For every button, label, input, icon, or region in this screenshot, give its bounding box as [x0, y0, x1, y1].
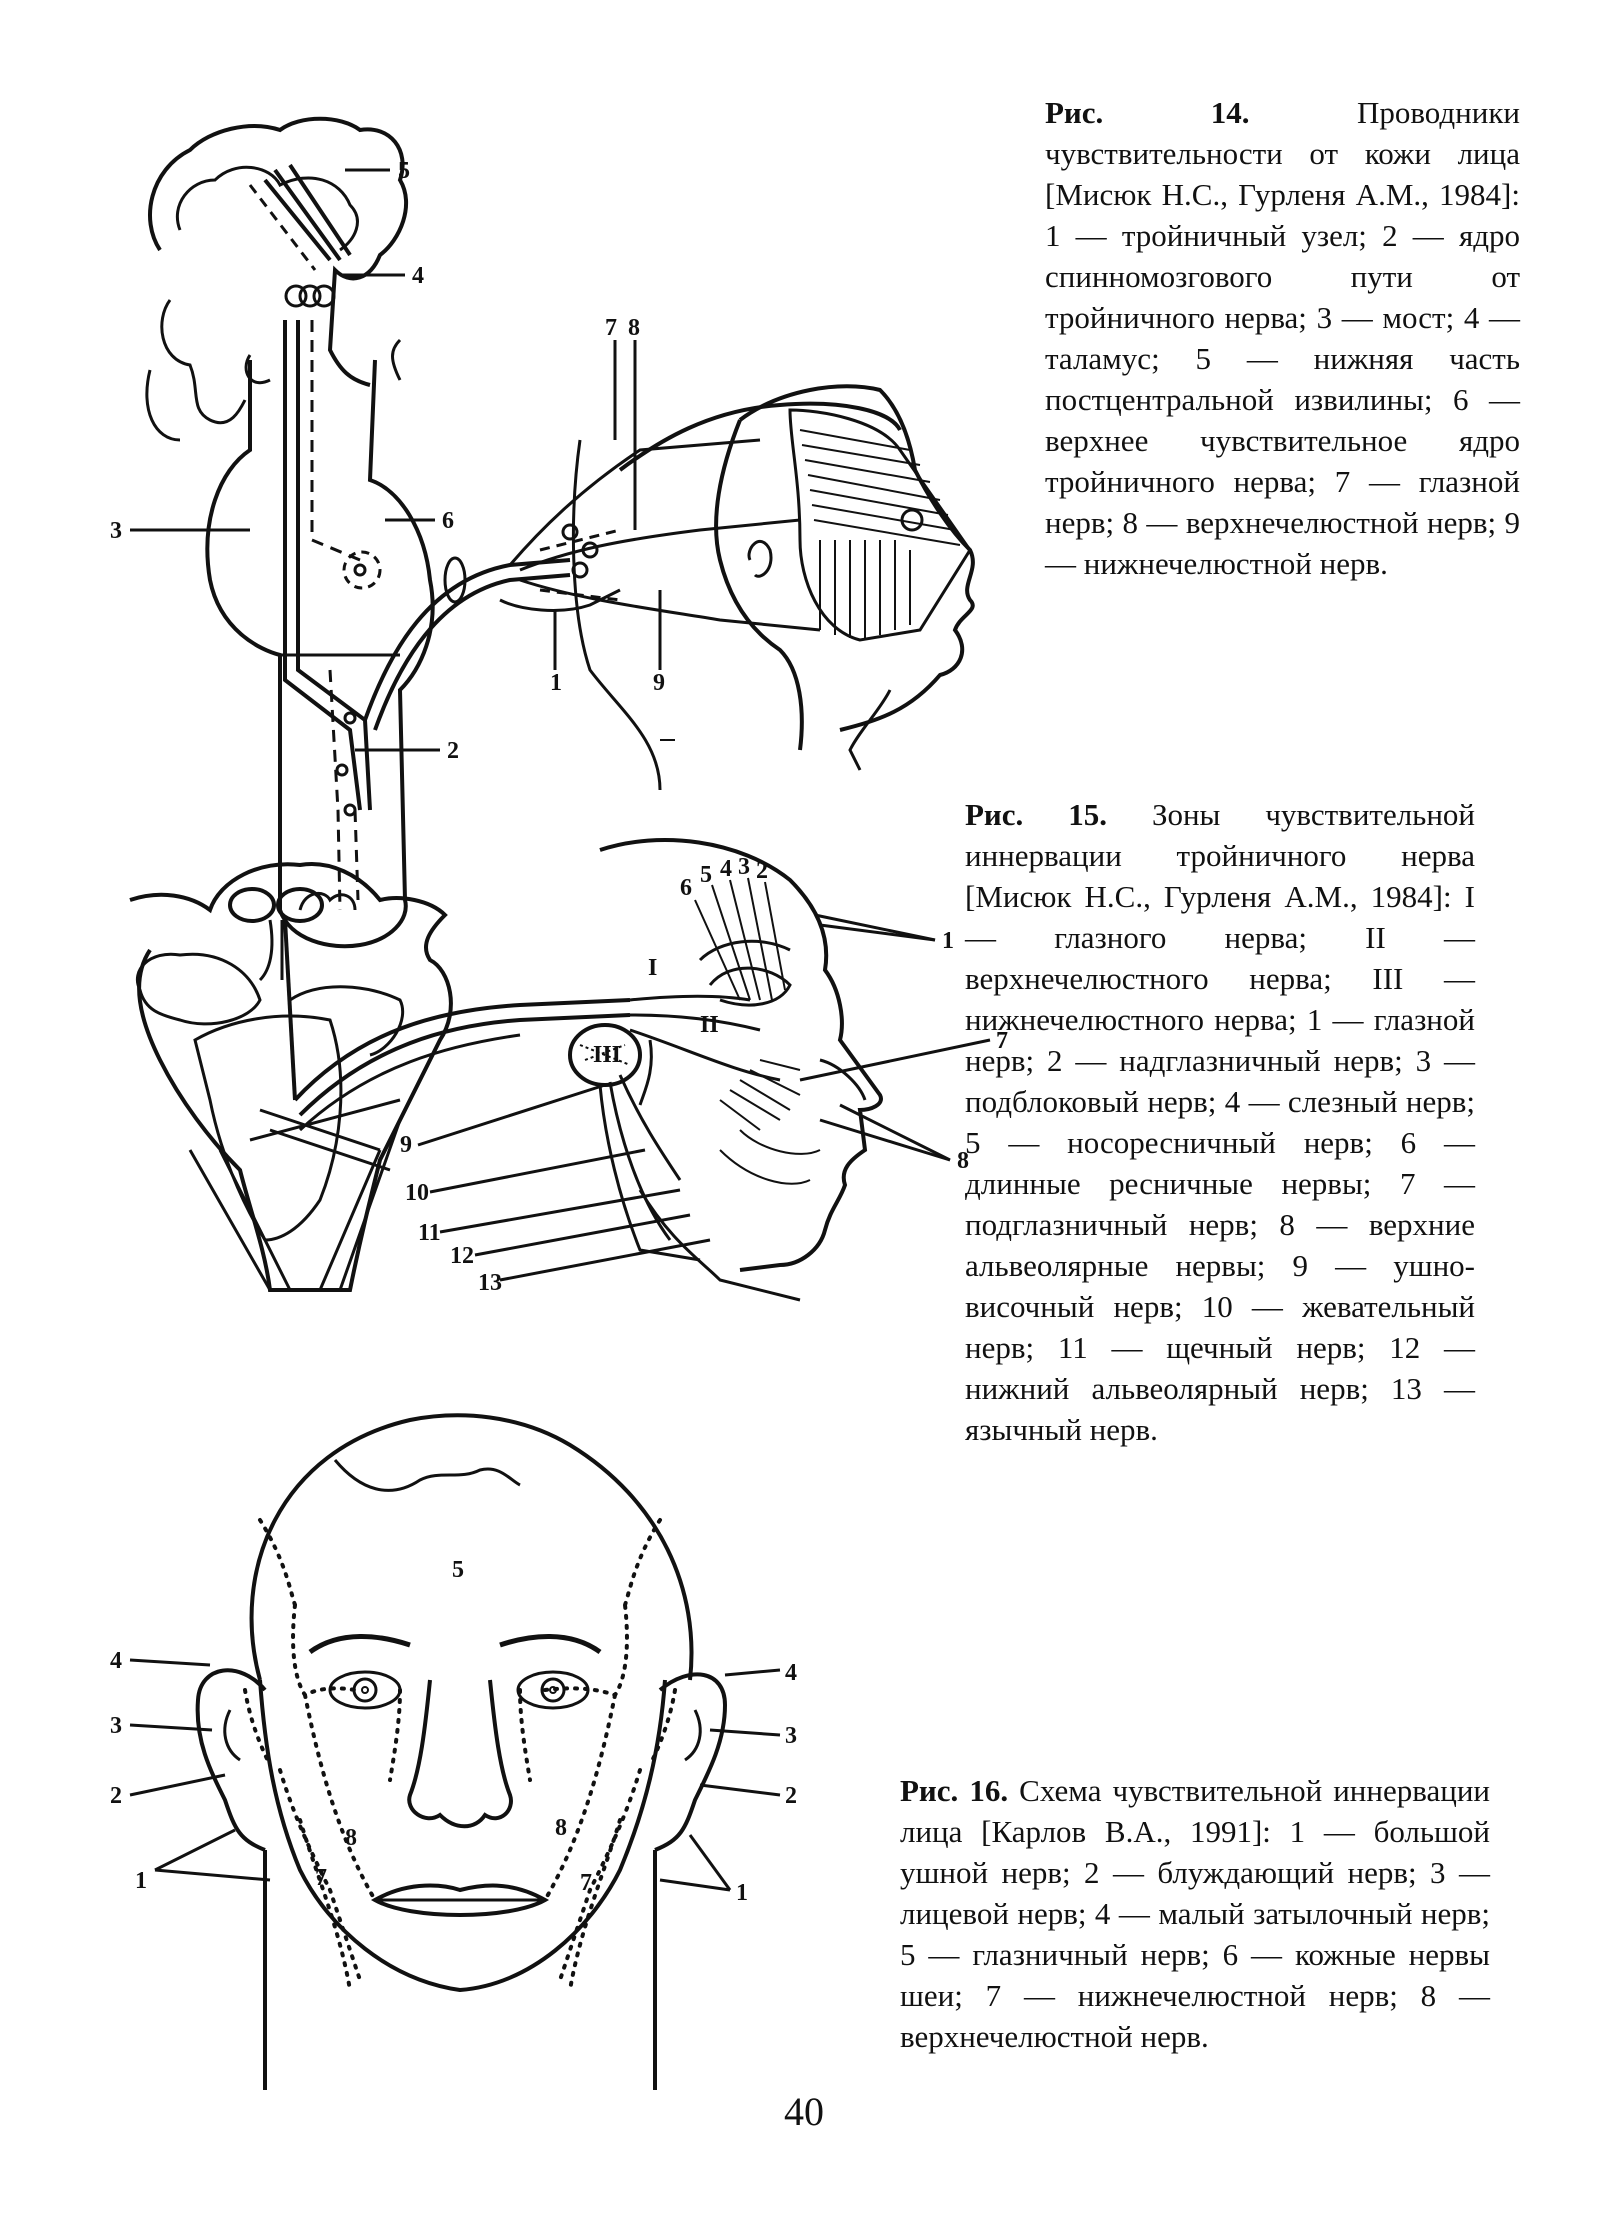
- fig15-label-10: 10: [405, 1180, 429, 1206]
- fig14-label-5: 5: [398, 158, 410, 184]
- figure-15-number: Рис. 15.: [965, 797, 1107, 832]
- figure-16-caption: Рис. 16. Схема чувствительной иннервации…: [900, 1770, 1490, 2057]
- fig14-label-3: 3: [110, 518, 122, 544]
- fig16-label-4-right: 4: [785, 1660, 797, 1686]
- brainstem-outline: [129, 862, 453, 1292]
- fig15-label-9: 9: [400, 1132, 412, 1158]
- fig15-zone-III: III: [593, 1042, 621, 1068]
- figure-15-caption: Рис. 15. Зоны чувствительной иннервации …: [965, 794, 1475, 1450]
- fig14-label-1: 1: [550, 670, 562, 696]
- fig14-label-8: 8: [628, 315, 640, 341]
- fig16-label-3-right: 3: [785, 1723, 797, 1749]
- fig15-label-3: 3: [738, 854, 750, 880]
- page-number: 40: [784, 2089, 824, 2134]
- figure-14-caption: Рис. 14. Проводники чувствительности от …: [1045, 92, 1520, 584]
- figure-15-caption-text: Зоны чувствительной иннервации тройнично…: [965, 797, 1475, 1447]
- figure-16-number: Рис. 16.: [900, 1773, 1009, 1808]
- fig15-label-6: 6: [680, 875, 692, 901]
- fig16-label-8-right: 8: [555, 1815, 567, 1841]
- right-ear: [654, 1672, 728, 1852]
- fig15-label-7: 7: [996, 1028, 1008, 1054]
- fig15-zone-I: I: [648, 955, 657, 981]
- brainstem-outline: [205, 359, 435, 949]
- cortex-outline: [148, 116, 409, 387]
- figure-14-caption-text: Проводники чувствительности от кожи лица…: [1045, 95, 1520, 581]
- figure-16-caption-text: Схема чувствительной иннервации лица [Ка…: [900, 1773, 1490, 2054]
- fig16-label-2-left: 2: [110, 1783, 122, 1809]
- fig14-label-2: 2: [447, 738, 459, 764]
- fig16-label-1-left: 1: [135, 1868, 147, 1894]
- zone-border-5: [291, 1603, 629, 1698]
- fig14-label-4: 4: [412, 263, 424, 289]
- fig15-label-1: 1: [942, 928, 954, 954]
- left-ear: [195, 1668, 267, 1852]
- fig15-label-5: 5: [700, 862, 712, 888]
- head-profile: [618, 401, 902, 472]
- fig16-label-8-left: 8: [345, 1825, 357, 1851]
- fig15-label-8: 8: [957, 1148, 969, 1174]
- fig15-label-11: 11: [418, 1220, 441, 1246]
- fig14-label-9: 9: [653, 670, 665, 696]
- figure-16-diagram: 5 4 3 2 1 4 3 2 1 8 8 7 7: [100, 1390, 820, 2090]
- fig16-label-2-right: 2: [785, 1783, 797, 1809]
- fig16-label-4-left: 4: [110, 1648, 122, 1674]
- fig16-label-7-left: 7: [315, 1865, 327, 1891]
- fig16-label-3-left: 3: [110, 1713, 122, 1739]
- fig16-label-1-right: 1: [736, 1880, 748, 1906]
- fig15-label-2: 2: [756, 858, 768, 884]
- fig14-label-7: 7: [605, 315, 617, 341]
- fig15-label-4: 4: [720, 856, 732, 882]
- fig16-label-7-right: 7: [580, 1870, 592, 1896]
- head-outline: [249, 1413, 694, 1681]
- fig15-zone-II: II: [700, 1012, 719, 1038]
- fig14-label-6: 6: [442, 508, 454, 534]
- figure-15-diagram: I II III 6 5 4 3 2 1 7 8 9 10 11 12 13: [100, 820, 1008, 1340]
- figure-14-diagram: 5 4 3 6 2 7 8 1 9: [100, 110, 1020, 949]
- fig15-label-12: 12: [450, 1243, 474, 1269]
- fig15-label-13: 13: [478, 1270, 502, 1296]
- face-profile: [599, 838, 883, 1272]
- figure-14-number: Рис. 14.: [1045, 95, 1250, 130]
- fig16-label-5: 5: [452, 1557, 464, 1583]
